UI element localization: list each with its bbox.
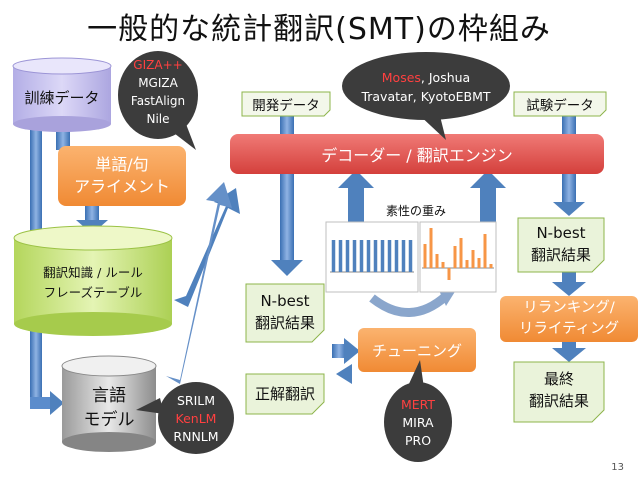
decoder-tools-bubble (342, 52, 510, 140)
tuning-tools-list: MERT MIRA PRO (384, 396, 452, 450)
dev-data-doc (241, 91, 331, 117)
test-data-doc (513, 91, 607, 117)
page-title: 一般的な統計翻訳(SMT)の枠組み (87, 12, 551, 47)
tuning-tool-0: MERT (400, 397, 436, 412)
tuning-tool-2: PRO (404, 433, 432, 448)
aligner-tool-3: Nile (146, 112, 170, 126)
weight-after-bar (441, 262, 445, 268)
decoder-box (230, 134, 604, 174)
decoder-tool-moses: Moses (381, 70, 421, 85)
weight-before-bar (359, 240, 364, 272)
aligner-tools-list: GIZA++ MGIZA FastAlign Nile (118, 56, 198, 128)
weight-after-bar (429, 228, 433, 268)
aligner-tools-bubble (118, 51, 198, 150)
weight-after-bar (471, 250, 475, 268)
arrow-weights-to-decoder-right (470, 170, 506, 222)
language-model-label: 言語 モデル (83, 386, 135, 430)
dev-data-label: 開発データ (252, 98, 320, 114)
weight-before-bar (331, 240, 336, 272)
final-label: 最終 翻訳結果 (528, 370, 589, 410)
knowledge-label: 翻訳知識 / ルール フレーズテーブル (43, 265, 143, 300)
decoder-tools-line2: Travatar, KyotoEBMT (361, 89, 491, 104)
page-number: 13 (611, 462, 624, 473)
training-data-cylinder (12, 57, 112, 132)
arrow-weights-to-decoder-left (338, 170, 374, 222)
arrow-reranking-to-final (552, 340, 586, 362)
reranking-box (500, 296, 638, 342)
weights-after-panel (419, 221, 497, 293)
decoder-label: デコーダー / 翻訳エンジン (321, 146, 513, 165)
weight-after-bar (423, 244, 427, 268)
weight-after-bar (447, 268, 451, 280)
lm-tool-1: KenLM (175, 411, 217, 426)
arrow-dev-to-decoder (280, 112, 294, 134)
arrow-training-to-alignment (56, 130, 70, 150)
weight-after-bar (489, 264, 493, 268)
knowledge-cylinder (13, 225, 173, 336)
lm-tools-list: SRILM KenLM RNNLM (158, 392, 234, 446)
arrow-nbest-to-reranking (552, 272, 586, 296)
weight-before-bar (387, 240, 392, 272)
tuning-tools-bubble (384, 360, 452, 462)
aligner-tool-0: GIZA++ (133, 58, 183, 72)
alignment-box (58, 146, 186, 206)
alignment-label: 単語/句 アライメント (73, 155, 170, 196)
lm-tool-2: RNNLM (173, 429, 219, 444)
arrow-decoder-to-nbest-left (271, 170, 303, 276)
aligner-tool-1: MGIZA (138, 76, 178, 90)
weight-before-bar (373, 240, 378, 272)
nbest-left-doc (245, 283, 325, 343)
training-data-label: 訓練データ (24, 88, 100, 107)
lm-tools-bubble (136, 382, 234, 454)
weight-after-bar (483, 234, 487, 268)
weight-before-bar (366, 240, 371, 272)
arrow-nbest-to-tuning (332, 338, 360, 364)
reference-label: 正解翻訳 (254, 384, 315, 403)
tuning-tool-1: MIRA (402, 415, 434, 430)
weight-before-bar (352, 240, 357, 272)
decoder-tools-list: Moses, Joshua Travatar, KyotoEBMT (342, 68, 510, 106)
tuning-label: チューニング (371, 341, 462, 360)
weight-before-bar (401, 240, 406, 272)
weight-before-bar (408, 240, 413, 272)
nbest-right-label: N-best 翻訳結果 (530, 224, 591, 264)
reranking-label: リランキング/ リライティング (518, 300, 620, 337)
weight-after-bar (477, 258, 481, 268)
arrow-test-to-decoder (562, 112, 576, 134)
aligner-tool-2: FastAlign (130, 94, 186, 108)
nbest-right-doc (517, 217, 605, 273)
weight-before-bar (380, 240, 385, 272)
weight-before-bar (338, 240, 343, 272)
lm-tool-0: SRILM (176, 393, 216, 408)
weight-after-bar (465, 260, 469, 268)
weight-before-bar (394, 240, 399, 272)
language-model-cylinder (61, 355, 157, 452)
decoder-tool-joshua: , Joshua (420, 70, 471, 85)
arrow-reference-to-tuning (336, 364, 352, 384)
weight-after-bar (453, 246, 457, 268)
nbest-left-label: N-best 翻訳結果 (254, 292, 315, 332)
feature-weights-label: 素性の重み (385, 203, 446, 218)
reference-doc (245, 373, 325, 415)
weight-after-bar (435, 254, 439, 268)
arrow-decoder-to-nbest-right (553, 170, 585, 216)
final-doc (513, 361, 605, 423)
test-data-label: 試験データ (526, 98, 594, 114)
arrow-knowledge-to-decoder (174, 188, 240, 307)
weight-before-bar (345, 240, 350, 272)
weight-after-bar (459, 238, 463, 268)
arrow-lm-to-decoder (166, 182, 232, 384)
tuning-box (358, 328, 476, 372)
